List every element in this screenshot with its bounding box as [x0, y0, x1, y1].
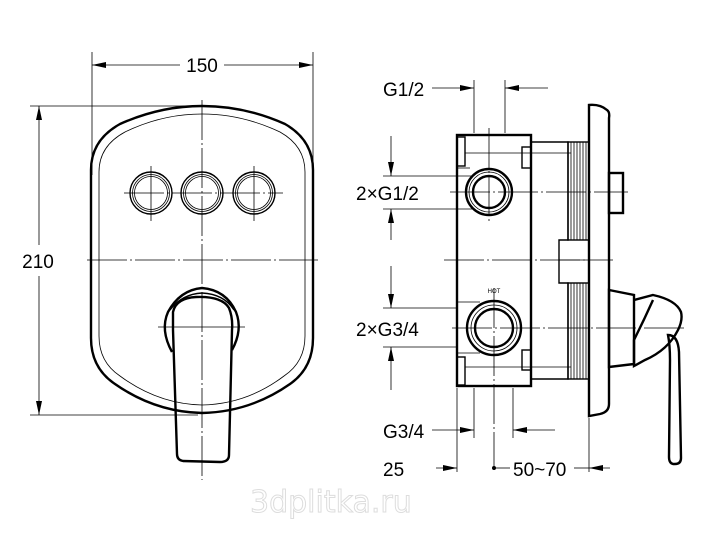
front-view: 150 210: [22, 52, 318, 480]
lower-ports-dimension: 2×G3/4: [356, 266, 457, 390]
cover-plate: [89, 104, 315, 415]
bottom-connection-dimension: G3/4: [383, 388, 555, 443]
width-label: 150: [186, 56, 218, 77]
button-stub: [607, 171, 625, 215]
thread: [559, 141, 590, 380]
lever-profile[interactable]: [632, 293, 683, 369]
height-label: 210: [22, 252, 54, 273]
side-view: HOT G1/2: [356, 80, 687, 481]
bottom-connection-label: G3/4: [383, 422, 425, 443]
depth-range-label: 50~70: [513, 460, 566, 481]
depth-dimension: 25 50~70: [383, 388, 610, 481]
upper-ports-label: 2×G1/2: [356, 184, 419, 205]
lever-handle[interactable]: [171, 295, 234, 464]
cover-plate-inner-edge: [98, 113, 306, 406]
mounting-sleeve: [531, 141, 569, 380]
top-connection-label: G1/2: [383, 80, 424, 101]
watermark: 3dplitka.ru: [250, 485, 412, 520]
handle-base-profile: [607, 288, 636, 369]
lower-ports-label: 2×G3/4: [356, 320, 419, 341]
cover-plate-profile: [587, 103, 611, 418]
upper-ports-dimension: 2×G1/2: [356, 136, 457, 240]
width-dimension: 150: [91, 52, 314, 175]
top-connection-dimension: G1/2: [383, 80, 548, 133]
height-dimension: 210: [22, 105, 205, 416]
depth-front-label: 25: [383, 460, 404, 481]
